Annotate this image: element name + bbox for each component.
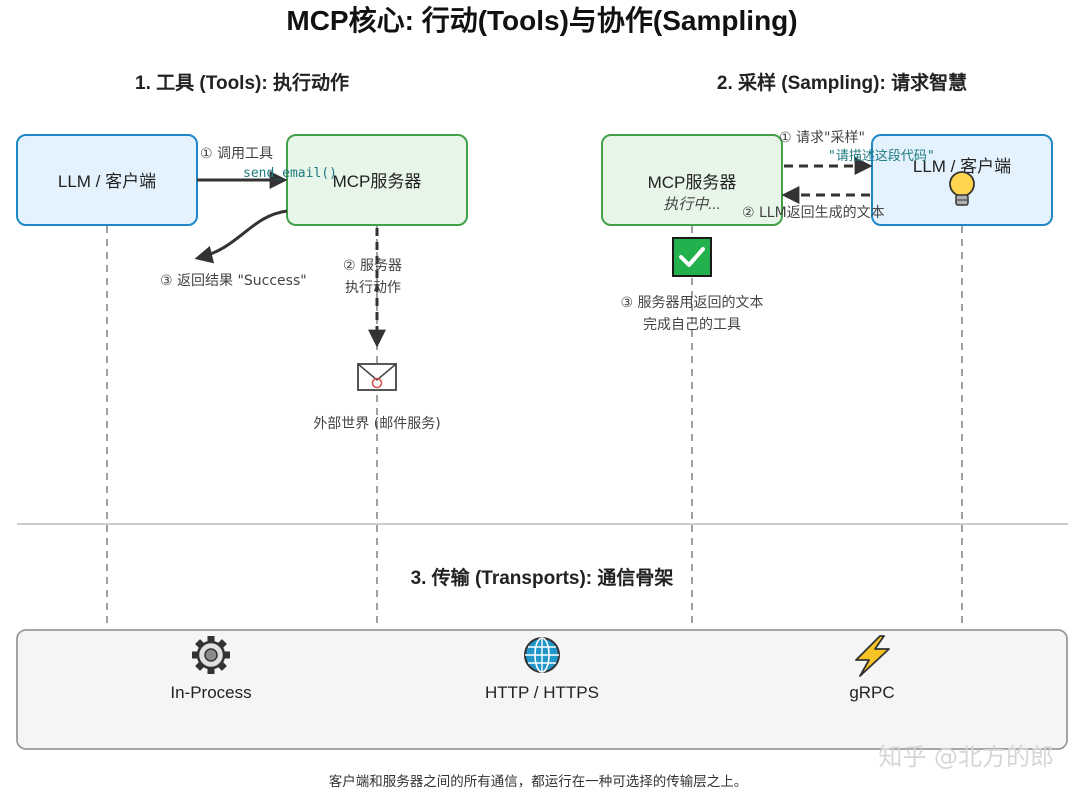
sampling-server-label: MCP服务器 bbox=[648, 173, 737, 192]
tools-server-box: MCP服务器 bbox=[286, 134, 468, 226]
sampling-client-label: LLM / 客户端 bbox=[913, 157, 1011, 176]
transport-label-in-process: In-Process bbox=[170, 683, 251, 702]
transports-panel bbox=[16, 629, 1068, 750]
tools-step1-code: send_email() bbox=[243, 166, 337, 181]
lightning-icon bbox=[855, 635, 890, 677]
sampling-server-box: MCP服务器 执行中... bbox=[601, 134, 783, 226]
tools-external-label: 外部世界 (邮件服务) bbox=[313, 416, 440, 432]
sampling-server-status: 执行中... bbox=[663, 196, 721, 213]
lifelines bbox=[106, 226, 963, 628]
transport-label-http: HTTP / HTTPS bbox=[485, 683, 599, 702]
envelope-icon bbox=[357, 363, 397, 391]
tools-step2-line2: 执行动作 bbox=[345, 280, 401, 296]
sampling-step1-label: ① 请求"采样" bbox=[779, 130, 865, 146]
globe-icon bbox=[524, 637, 560, 673]
sampling-step3-line1: ③ 服务器用返回的文本 bbox=[620, 295, 763, 311]
page-title: MCP核心: 行动(Tools)与协作(Sampling) bbox=[286, 4, 797, 36]
sampling-step2-label: ② LLM返回生成的文本 bbox=[742, 205, 885, 221]
tools-client-label: LLM / 客户端 bbox=[58, 172, 156, 191]
tools-step1-label: ① 调用工具 bbox=[200, 146, 273, 162]
transports-heading: 3. 传输 (Transports): 通信骨架 bbox=[411, 566, 674, 589]
transport-label-grpc: gRPC bbox=[849, 683, 894, 702]
check-icon bbox=[672, 237, 712, 277]
tools-heading: 1. 工具 (Tools): 执行动作 bbox=[135, 71, 349, 94]
sampling-heading: 2. 采样 (Sampling): 请求智慧 bbox=[717, 71, 967, 94]
tools-server-label: MCP服务器 bbox=[333, 172, 422, 191]
sampling-step1-quote: "请描述这段代码" bbox=[828, 148, 935, 164]
lightbulb-icon bbox=[949, 171, 975, 206]
footer-note: 客户端和服务器之间的所有通信，都运行在一种可选择的传输层之上。 bbox=[329, 773, 748, 790]
gear-icon bbox=[192, 636, 230, 674]
sampling-step3-line2: 完成自己的工具 bbox=[643, 317, 741, 333]
tools-step2-line1: ② 服务器 bbox=[343, 258, 402, 274]
tools-client-box: LLM / 客户端 bbox=[16, 134, 198, 226]
tools-return-arrow bbox=[194, 209, 288, 264]
tools-step3-label: ③ 返回结果 "Success" bbox=[160, 273, 307, 289]
watermark: 知乎 @北方的郎 bbox=[878, 743, 1054, 771]
